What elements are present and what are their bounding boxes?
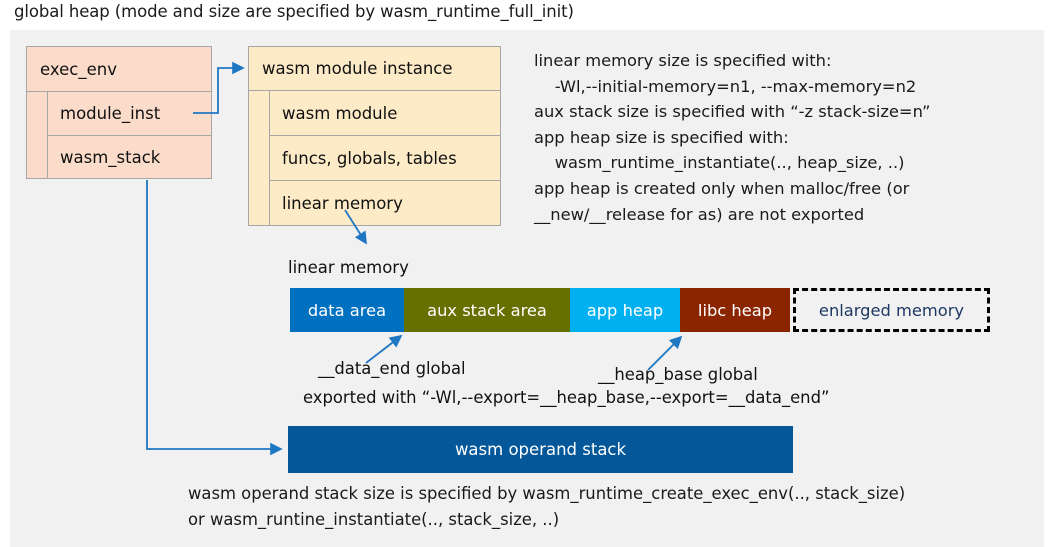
wmi-field-wasm-module: wasm module [270,91,500,136]
annotation-data-end-global: __data_end global [318,359,466,378]
exec-env-header: exec_env [27,47,211,92]
diagram-title: global heap (mode and size are specified… [14,2,574,21]
wasm-module-instance-box: wasm module instance wasm module funcs, … [248,46,501,226]
memory-configuration-notes: linear memory size is specified with: -W… [534,51,931,224]
memory-segment-data-area: data area [290,288,404,332]
wasm-module-instance-indent [249,91,270,226]
operand-stack-note: wasm operand stack size is specified by … [188,484,906,529]
exec-env-indent [27,92,48,179]
exec-env-box: exec_env module_inst wasm_stack [26,46,212,179]
annotation-heap-base-global: __heap_base global [598,365,758,384]
linear-memory-bar-label: linear memory [288,258,409,277]
memory-segment-app-heap: app heap [570,288,680,332]
exec-env-field-module-inst: module_inst [48,92,211,136]
memory-segment-enlarged-memory: enlarged memory [793,288,990,332]
wasm-operand-stack-bar: wasm operand stack [288,426,793,473]
wmi-field-linear-memory: linear memory [282,194,403,213]
memory-segment-libc-heap: libc heap [680,288,790,332]
exec-env-field-wasm-stack: wasm_stack [60,148,161,167]
linear-memory-bar: data area aux stack area app heap libc h… [290,288,990,332]
annotation-exported-with: exported with “-Wl,--export=__heap_base,… [303,388,830,407]
wmi-field-funcs-globals-tables: funcs, globals, tables [270,136,500,181]
wasm-module-instance-header: wasm module instance [249,47,500,91]
memory-segment-aux-stack-area: aux stack area [404,288,570,332]
